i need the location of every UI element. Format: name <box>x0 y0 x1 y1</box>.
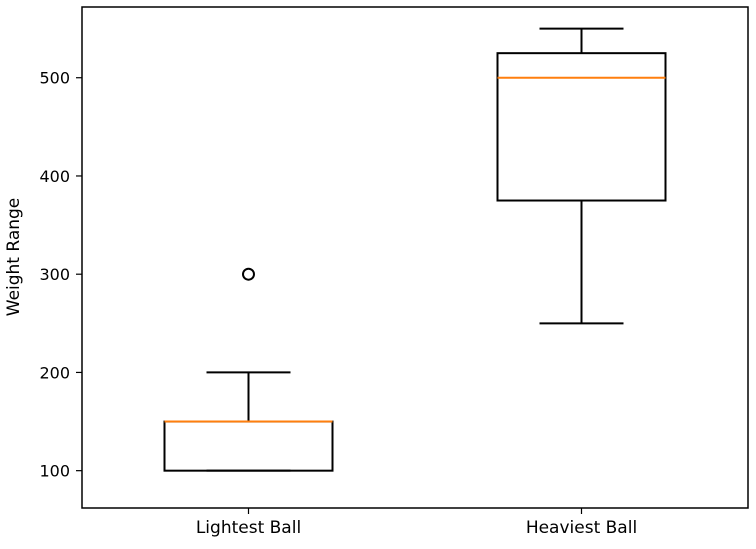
boxes-layer <box>163 27 667 472</box>
box-iqr <box>496 52 667 202</box>
y-axis-label: Weight Range <box>4 198 24 317</box>
y-tick-label: 400 <box>39 167 70 186</box>
box-group <box>163 267 334 472</box>
plot-frame <box>81 6 749 509</box>
box-iqr <box>163 420 334 472</box>
y-tick-label: 500 <box>39 69 70 88</box>
y-tick-label: 100 <box>39 462 70 481</box>
y-tick-label: 200 <box>39 363 70 382</box>
x-tick-label: Heaviest Ball <box>526 518 637 538</box>
y-tick-label: 300 <box>39 265 70 284</box>
x-tick-label: Lightest Ball <box>196 518 301 538</box>
box-group <box>496 27 667 325</box>
outlier-point <box>242 267 255 281</box>
